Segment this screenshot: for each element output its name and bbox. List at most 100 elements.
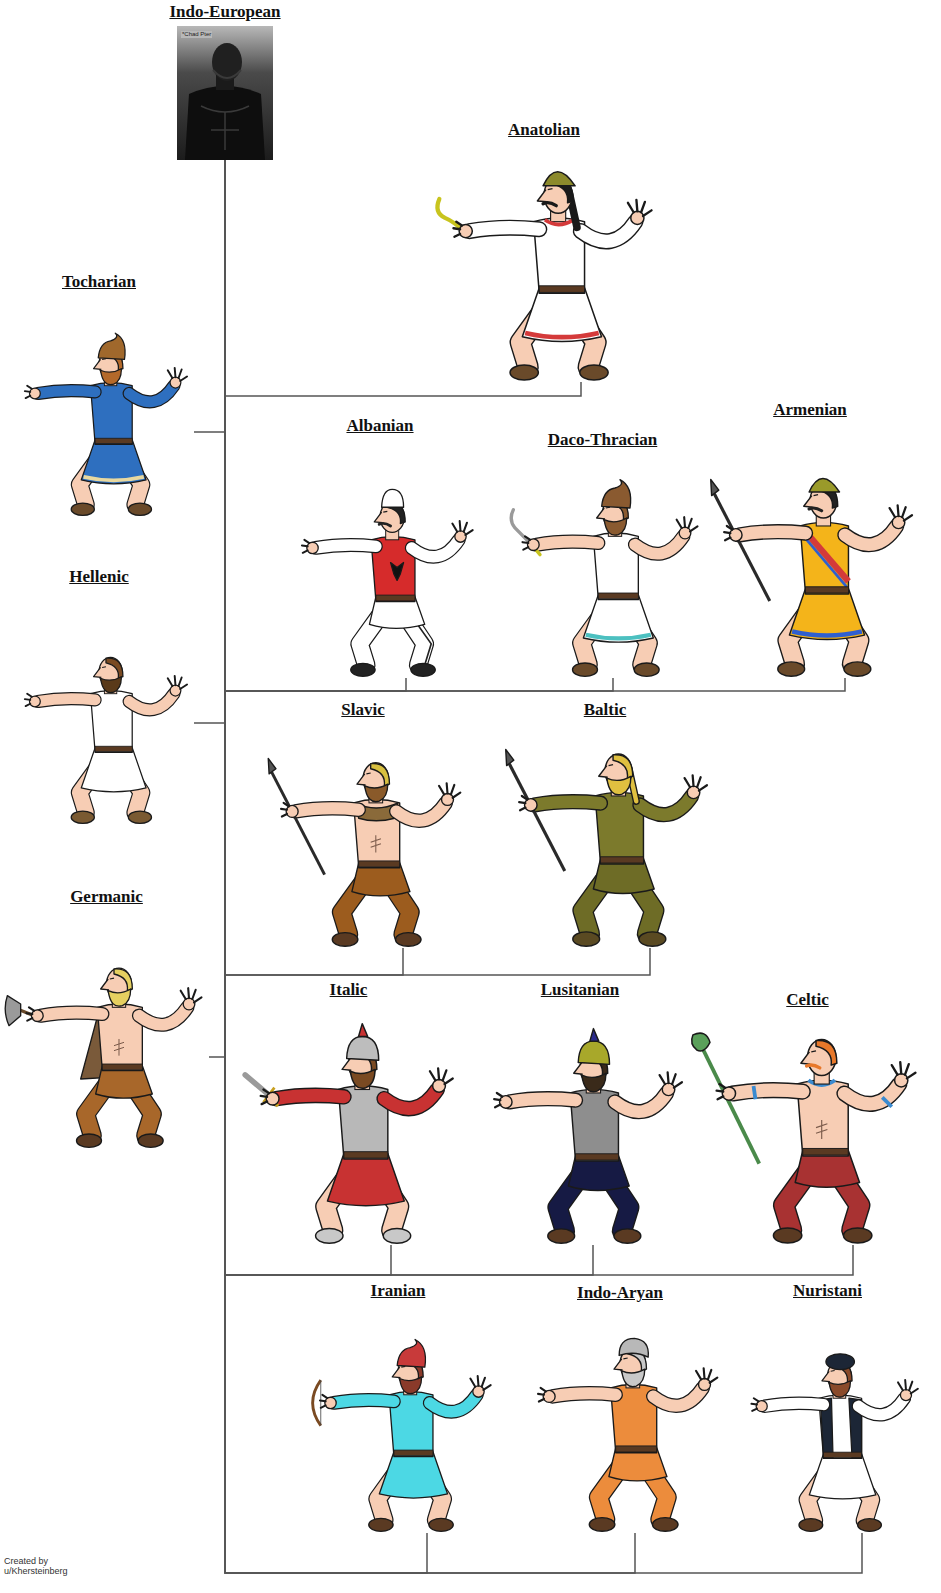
head xyxy=(808,1040,836,1076)
arm-outline xyxy=(430,1395,477,1412)
skirt xyxy=(81,748,146,792)
tree-connector xyxy=(225,160,613,691)
bow-limb xyxy=(313,1380,321,1426)
branch-node: Iranian xyxy=(298,1281,498,1533)
claw-fingers xyxy=(452,521,472,535)
boot xyxy=(652,1518,678,1532)
beard xyxy=(365,784,388,802)
eye xyxy=(110,978,114,980)
arm xyxy=(653,1388,703,1406)
spear-tip xyxy=(506,749,514,765)
branch-name-text: Baltic xyxy=(582,700,629,719)
photo-caption: *Chad Pter xyxy=(181,31,212,38)
chad-photo-frame xyxy=(177,26,273,160)
figure-group xyxy=(511,480,697,677)
moustache xyxy=(379,523,390,526)
arm xyxy=(384,1090,437,1109)
branch-name: Slavic xyxy=(258,700,468,720)
branch-name-text: Lusitanian xyxy=(539,980,621,999)
figure-group xyxy=(268,758,460,946)
arm-outline xyxy=(844,1084,899,1104)
beard xyxy=(350,1069,375,1088)
arm xyxy=(334,1400,394,1403)
belt xyxy=(95,746,132,751)
arm-outline xyxy=(316,545,376,548)
claw-fingers xyxy=(660,1072,682,1087)
branch-name: Daco-Thracian xyxy=(500,430,705,450)
boot xyxy=(510,365,538,380)
boot xyxy=(844,662,871,676)
claw-fingers xyxy=(430,1068,453,1084)
fingers xyxy=(320,1395,327,1408)
fingers xyxy=(724,526,732,540)
arm xyxy=(38,391,95,394)
chad-head xyxy=(212,43,242,81)
belt xyxy=(803,1148,848,1155)
figure-group xyxy=(25,657,187,823)
skirt xyxy=(809,1454,876,1499)
arm-outline xyxy=(334,1400,394,1403)
branch-name-text: Hellenic xyxy=(67,567,130,586)
nose xyxy=(392,1367,400,1378)
arm-outline xyxy=(581,222,636,242)
eye xyxy=(366,772,370,774)
boot xyxy=(778,662,805,676)
arm-outline xyxy=(858,1398,904,1415)
hand xyxy=(699,1378,711,1390)
branch-node: Germanic xyxy=(4,887,209,1149)
arm-outline xyxy=(129,694,174,710)
branch-node: Slavic xyxy=(258,700,468,948)
chad-figure xyxy=(236,1004,461,1245)
branch-name-text: Indo-European xyxy=(167,2,282,21)
chad-figure xyxy=(280,440,480,678)
nose xyxy=(597,508,605,519)
helmet-crest xyxy=(590,1029,599,1042)
arm-outline xyxy=(640,796,692,815)
arm xyxy=(41,1013,103,1016)
claw-fingers xyxy=(628,200,652,216)
hand xyxy=(730,529,743,542)
fingers xyxy=(25,694,32,706)
belt xyxy=(376,595,415,601)
axe-head xyxy=(5,996,20,1026)
skirt-trim xyxy=(525,333,599,337)
hand xyxy=(29,388,40,399)
chad-jaw xyxy=(213,70,241,78)
arm xyxy=(615,1093,667,1112)
arm xyxy=(430,1395,477,1412)
fingers xyxy=(25,386,32,398)
boot xyxy=(369,1518,393,1531)
belt xyxy=(616,1446,657,1452)
arm xyxy=(276,1095,344,1098)
arm-outline xyxy=(38,699,95,702)
figure-group xyxy=(313,1340,491,1532)
branch-name: Celtic xyxy=(690,990,925,1010)
eye xyxy=(814,494,818,496)
claw-fingers xyxy=(696,1368,717,1383)
arm-outline xyxy=(739,532,805,535)
tree-connector xyxy=(194,160,225,723)
claw-fingers xyxy=(181,988,202,1002)
boot xyxy=(634,663,659,676)
fingers xyxy=(523,536,531,549)
boot xyxy=(548,1229,575,1243)
spear-tip xyxy=(711,479,719,495)
hand xyxy=(756,1401,767,1412)
phrygian-cap xyxy=(602,480,631,508)
boot xyxy=(383,1229,410,1244)
figure-group xyxy=(692,1033,916,1243)
claw-fingers xyxy=(439,783,460,798)
phrygian-cap xyxy=(397,1340,425,1368)
chad-figure xyxy=(700,424,920,678)
eye xyxy=(102,666,106,668)
nose xyxy=(357,774,366,785)
hand xyxy=(679,527,691,539)
boot xyxy=(395,933,421,947)
hair xyxy=(106,658,123,678)
hand xyxy=(29,696,40,707)
arm-outline xyxy=(537,542,599,545)
branch-node: Lusitanian xyxy=(470,980,690,1245)
credit-note: Created by u/Khersteinberg xyxy=(3,1556,81,1577)
moustache xyxy=(543,203,556,206)
branch-name-text: Anatolian xyxy=(506,120,582,139)
